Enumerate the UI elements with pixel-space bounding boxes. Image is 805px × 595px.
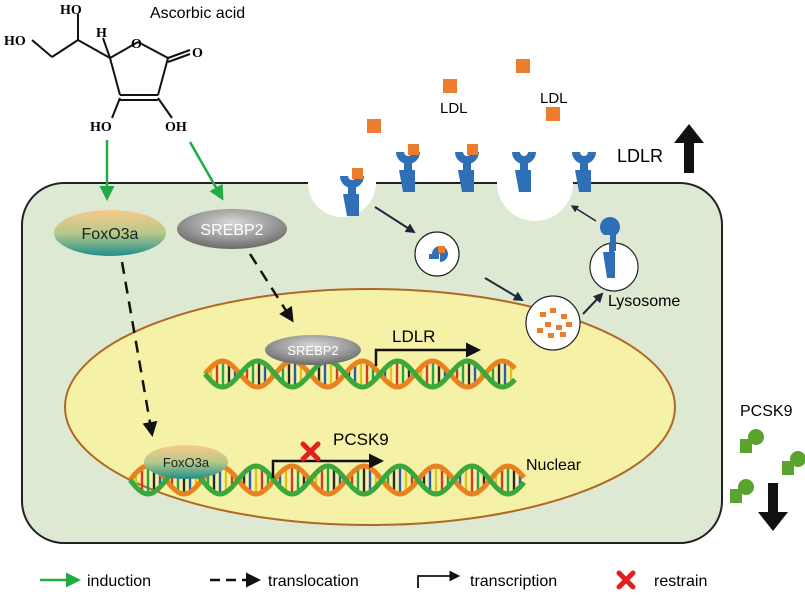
atom-label: O (131, 37, 142, 52)
ldlr-receptor-icon (396, 144, 420, 192)
dna-strand (203, 358, 517, 390)
up-arrow-icon (674, 124, 704, 173)
atom-label: OH (165, 120, 187, 135)
molecule-name: Ascorbic acid (150, 5, 245, 22)
membrane-pit (308, 149, 376, 217)
ldl-label: LDL (540, 90, 568, 107)
legend-transcription-label: transcription (470, 573, 557, 590)
induction-arrow (188, 141, 224, 201)
translocation-arrow (248, 253, 294, 323)
ldlr-gene-label: LDLR (392, 327, 435, 346)
transcription-arrow-pcsk9 (271, 453, 384, 478)
lysosome-label: Lysosome (608, 293, 680, 310)
legend-restrain-icon (616, 570, 636, 590)
degraded-ldl (537, 308, 572, 338)
atom-label: H (96, 26, 107, 41)
srebp2-label: SREBP2 (200, 222, 263, 239)
ldlr-label: LDLR (617, 146, 663, 166)
foxo3a-label: FoxO3a (82, 226, 139, 243)
ldl-label: LDL (440, 100, 468, 117)
ldlr-receptors (340, 144, 596, 216)
ldl-fragment (537, 328, 543, 333)
ldlr-receptor-icon (455, 144, 479, 192)
pcsk9-gene-label: PCSK9 (333, 430, 389, 449)
ldl-fragment (545, 322, 551, 327)
ascorbic-acid-atoms: HO HO H O O HO OH (4, 3, 203, 135)
ldl-fragment (550, 308, 556, 313)
nucleus-label: Nuclear (526, 457, 582, 474)
srebp2-bound (265, 335, 361, 365)
recycling-arrow (570, 205, 597, 222)
pcsk9-protein-icon (730, 479, 754, 503)
ldl-fragment (548, 333, 554, 338)
ldl-fragment (561, 314, 567, 319)
legend-translocation-label: translocation (268, 573, 359, 590)
ascorbic-acid-structure (31, 14, 191, 119)
dna-strand (203, 358, 517, 390)
legend-restrain-label: restrain (654, 573, 707, 590)
pcsk9-proteins (730, 429, 805, 503)
atom-label: HO (90, 120, 112, 135)
legend-induction-label: induction (87, 573, 151, 590)
foxo3a-bound (144, 445, 228, 479)
atom-label: HO (60, 3, 82, 18)
foxo3a-factor (54, 210, 166, 256)
recycling-ldlr (600, 217, 620, 278)
ldlr-receptor-icon (340, 168, 364, 216)
trafficking-arrow (484, 277, 524, 302)
down-arrow-icon (758, 483, 788, 531)
ldl-fragment (566, 322, 572, 327)
pcsk9-protein-icon (782, 451, 805, 475)
ldl-particle (443, 79, 457, 93)
restrain-x-icon (300, 441, 321, 462)
ldlr-receptor-icon (572, 152, 596, 192)
internalized-ldlr (429, 246, 448, 262)
recycling-arrow (582, 292, 604, 315)
ldl-fragment (560, 332, 566, 337)
legend: induction translocation transcription re… (40, 570, 707, 590)
ldl-fragment (556, 325, 562, 330)
membrane-pit (497, 145, 573, 221)
ldl-particle (546, 107, 560, 121)
ldlr-receptor-icon (512, 152, 536, 192)
lysosome-vesicle (525, 295, 581, 351)
translocation-arrow (120, 261, 158, 437)
legend-transcription-icon (417, 570, 461, 588)
ldl-particle (516, 59, 530, 73)
dna-helix-ldlr (203, 358, 517, 390)
atom-label: HO (4, 34, 26, 49)
foxo3a-bound-label: FoxO3a (163, 455, 210, 470)
endocytosis-arrow (374, 206, 416, 234)
srebp2-factor (177, 209, 287, 249)
pcsk9-protein-icon (740, 429, 764, 453)
dna-strand (128, 463, 526, 497)
pcsk9-label: PCSK9 (740, 403, 793, 420)
srebp2-bound-label: SREBP2 (287, 343, 338, 358)
atom-label: O (192, 46, 203, 61)
transcription-arrow-ldlr (374, 342, 481, 366)
ldl-particle (367, 119, 381, 133)
ldl-fragment (540, 312, 546, 317)
